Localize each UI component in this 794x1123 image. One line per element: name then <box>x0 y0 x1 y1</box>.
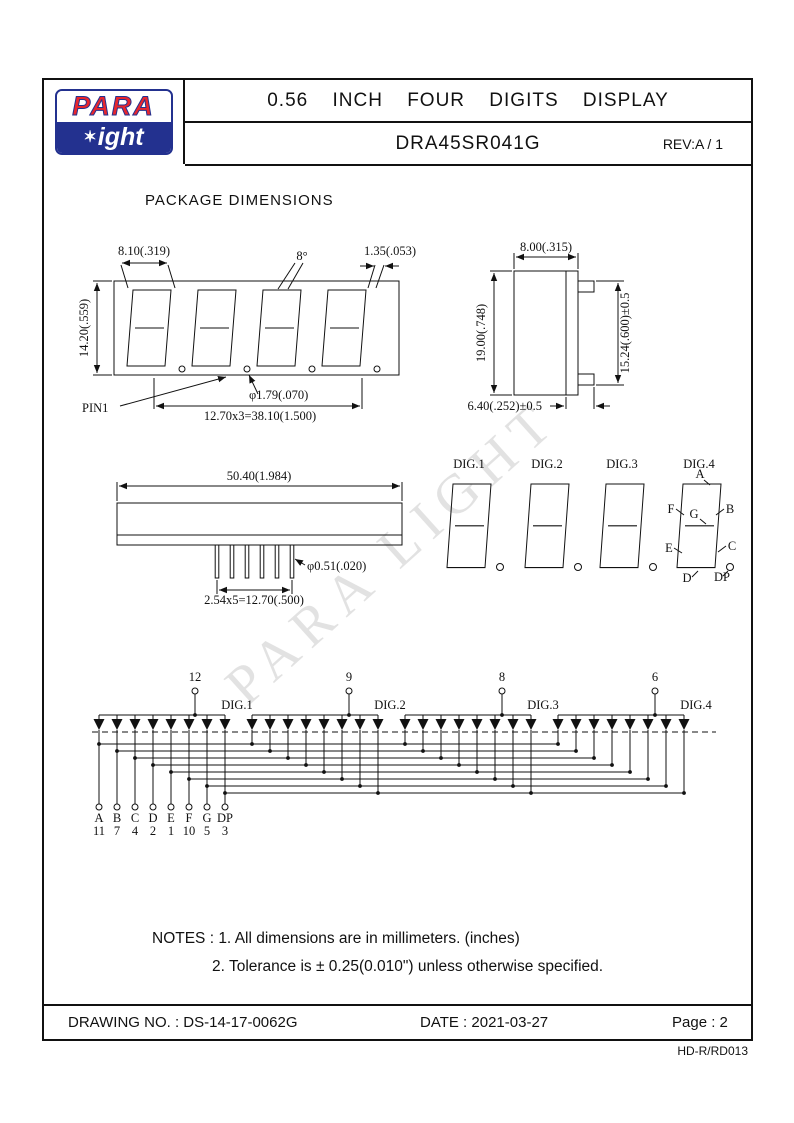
circuit-seg-b: B <box>113 811 121 825</box>
revision-label: REV:A / 1 <box>662 135 723 152</box>
dim-lead-length: 6.40(.252)±0.5 <box>467 399 542 413</box>
technical-drawing: PARA LIGHT PACKAGE DIMENSIONS <box>77 192 736 975</box>
circuit-dig1: DIG.1 <box>221 698 253 712</box>
circuit-dig3: DIG.3 <box>527 698 559 712</box>
bottom-view <box>116 482 403 594</box>
common-pin-3: 8 <box>499 670 505 684</box>
circuit-diagram <box>92 687 716 811</box>
dim-digit-height: 14.20(.559) <box>77 299 91 357</box>
dim-seg-width: 1.35(.053) <box>364 244 416 258</box>
circuit-seg-c: C <box>131 811 139 825</box>
segment-pin-c: 4 <box>132 824 139 838</box>
section-title: PACKAGE DIMENSIONS <box>145 192 334 209</box>
segment-pin-b: 7 <box>114 824 120 838</box>
drawing-number: DRAWING NO. : DS-14-17-0062G <box>68 1014 298 1031</box>
common-pin-1: 12 <box>189 670 202 684</box>
logo-cell: PARA ✶ight <box>44 80 185 164</box>
segment-label-dp: DP <box>714 570 730 584</box>
segment-label-c: C <box>728 539 736 553</box>
circuit-dig2: DIG.2 <box>374 698 406 712</box>
front-view <box>93 259 400 410</box>
notes-line2: 2. Tolerance is ± 0.25(0.010") unless ot… <box>212 958 603 975</box>
page-border-frame: PARA ✶ight 0.56 INCH FOUR DIGITS DISPLAY… <box>42 78 753 1041</box>
dim-pitch: 12.70x3=38.10(1.500) <box>204 409 316 423</box>
dim-side-height: 19.00(.748) <box>474 304 488 362</box>
circuit-seg-a: A <box>94 811 103 825</box>
segment-pin-f: 10 <box>183 824 196 838</box>
segment-label-f: F <box>668 502 675 516</box>
dim-digit-width: 8.10(.319) <box>118 244 170 258</box>
dim-dp-dia: φ1.79(.070) <box>249 388 308 402</box>
segment-label-g: G <box>689 507 698 521</box>
circuit-seg-e: E <box>167 811 175 825</box>
title-block-footer: DRAWING NO. : DS-14-17-0062G DATE : 2021… <box>44 1004 751 1039</box>
segment-label-b: B <box>726 502 734 516</box>
common-pin-4: 6 <box>652 670 658 684</box>
circuit-seg-dp: DP <box>217 811 233 825</box>
circuit-seg-d: D <box>148 811 157 825</box>
logo-star-icon: ✶ <box>83 128 97 146</box>
logo-top: PARA <box>56 91 171 122</box>
pin1-label: PIN1 <box>82 401 108 415</box>
dim-pin-pitch: 2.54x5=12.70(.500) <box>204 593 304 607</box>
dim-lead-span: 15.24(.600)±0.5 <box>618 293 632 374</box>
part-number: DRA45SR041G <box>395 132 541 154</box>
digit-label-3: DIG.3 <box>606 457 638 471</box>
drawing-date: DATE : 2021-03-27 <box>420 1014 549 1031</box>
digit-label-2: DIG.2 <box>531 457 563 471</box>
logo-bottom: ✶ight <box>56 122 171 153</box>
notes-line1: NOTES : 1. All dimensions are in millime… <box>152 930 520 947</box>
digit-label-1: DIG.1 <box>453 457 485 471</box>
dim-angle: 8° <box>296 249 307 263</box>
page-number: Page : 2 <box>672 1014 728 1031</box>
form-code: HD-R/RD013 <box>677 1044 748 1058</box>
dim-side-width: 8.00(.315) <box>520 240 572 254</box>
segment-pin-g: 5 <box>204 824 210 838</box>
watermark: PARA LIGHT <box>214 388 570 717</box>
segment-pin-e: 1 <box>168 824 174 838</box>
side-view <box>490 253 624 410</box>
common-pin-2: 9 <box>346 670 352 684</box>
segment-pin-d: 2 <box>150 824 156 838</box>
logo-text-ight: ight <box>97 123 144 151</box>
document-title: 0.56 INCH FOUR DIGITS DISPLAY <box>185 80 751 123</box>
circuit-dig4: DIG.4 <box>680 698 712 712</box>
segment-label-e: E <box>665 541 673 555</box>
paralight-logo: PARA ✶ight <box>54 89 173 155</box>
logo-text-para: PARA <box>72 91 155 121</box>
circuit-seg-f: F <box>186 811 193 825</box>
segment-label-d: D <box>682 571 691 585</box>
segment-pin-dp: 3 <box>222 824 228 838</box>
part-number-row: DRA45SR041G REV:A / 1 <box>185 123 751 166</box>
dim-pin-dia: φ0.51(.020) <box>307 559 366 573</box>
segment-label-a: A <box>695 467 704 481</box>
circuit-seg-g: G <box>202 811 211 825</box>
digit-label-4: DIG.4 <box>683 457 715 471</box>
dim-body-length: 50.40(1.984) <box>227 469 292 483</box>
segment-pin-a: 11 <box>93 824 105 838</box>
digit-detail-views <box>446 479 734 578</box>
